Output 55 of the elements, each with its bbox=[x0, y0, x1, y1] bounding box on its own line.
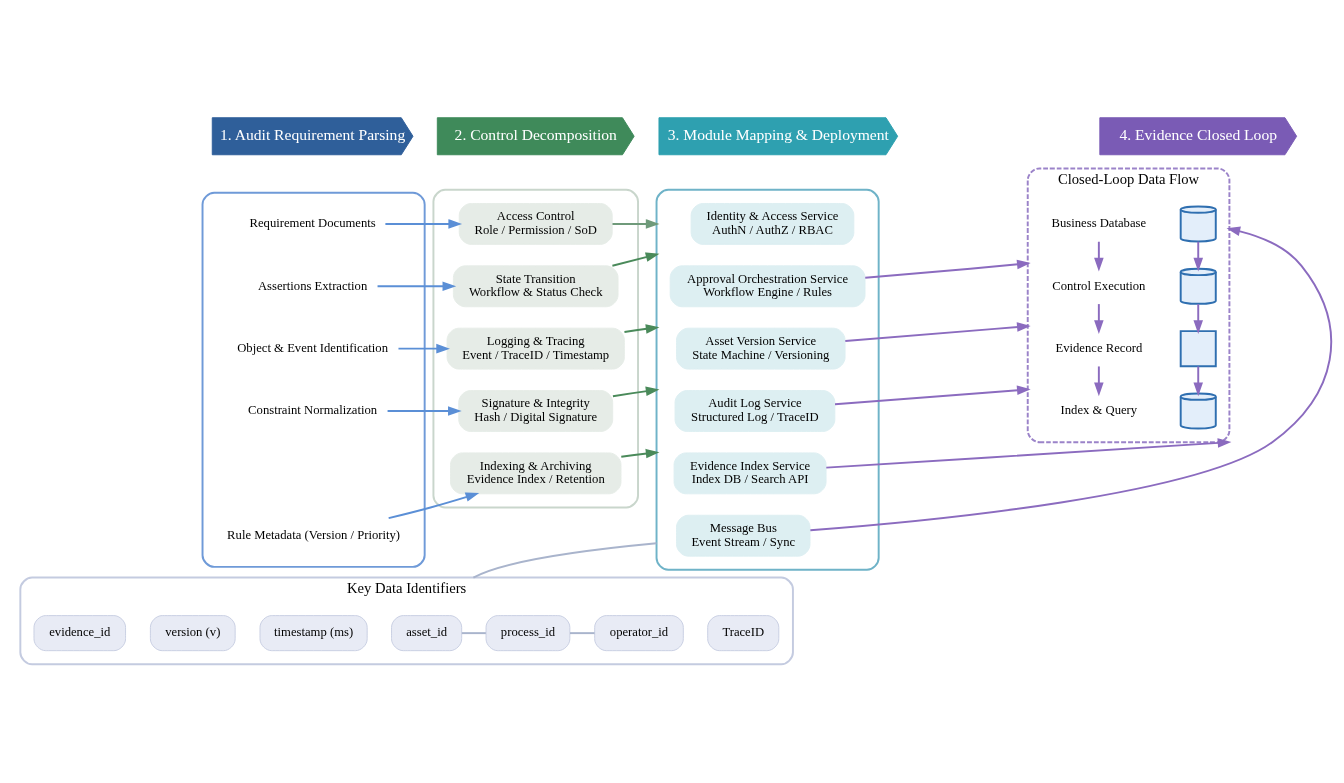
cluster bbox=[201, 191, 426, 568]
arrow bbox=[809, 226, 1333, 531]
node-box: asset_id bbox=[391, 614, 463, 651]
node-box bbox=[1179, 329, 1217, 367]
arrow bbox=[611, 386, 660, 397]
arrow bbox=[1193, 240, 1203, 272]
connector bbox=[472, 541, 658, 579]
node-box: Message Bus Event Stream / Sync bbox=[676, 514, 811, 557]
node-box: timestamp (ms) bbox=[259, 614, 368, 651]
arrow bbox=[387, 491, 480, 519]
connector bbox=[569, 631, 596, 634]
node-box: State Transition Workflow & Status Check bbox=[452, 264, 619, 307]
node-box: Logging & Tracing Event / TraceID / Timestamp bbox=[446, 327, 625, 370]
arrow bbox=[825, 437, 1232, 469]
node-box: Approval Orchestration Service Workflow Engine / Rules bbox=[669, 264, 866, 307]
node-text: Business Database bbox=[1051, 215, 1147, 230]
arrow bbox=[1094, 302, 1104, 334]
cluster bbox=[432, 188, 639, 508]
node-text: Rule Metadata (Version / Priority) bbox=[227, 527, 401, 542]
node-text: Object & Event Identification bbox=[237, 340, 389, 355]
node-box: Access Control Role / Permission / SoD bbox=[458, 202, 613, 245]
arrow bbox=[386, 405, 462, 416]
arrow bbox=[1193, 302, 1203, 334]
node-text: Index & Query bbox=[1060, 402, 1138, 417]
node-text: Assertions Extraction bbox=[257, 278, 368, 293]
arrow bbox=[1094, 364, 1104, 396]
node-box: Identity & Access Service AuthN / AuthZ / RBAC bbox=[690, 202, 855, 245]
node-box: TraceID bbox=[707, 614, 780, 651]
node-box: Signature & Integrity Hash / Digital Signature bbox=[458, 389, 614, 432]
arrow bbox=[620, 448, 660, 458]
node-box: process_id bbox=[485, 614, 571, 651]
node-box: Asset Version Service State Machine / Versioning bbox=[676, 327, 846, 370]
node-box: operator_id bbox=[594, 614, 684, 651]
node-text: Evidence Record bbox=[1055, 340, 1143, 355]
arrow bbox=[384, 218, 463, 229]
cluster bbox=[655, 188, 880, 571]
arrow bbox=[376, 281, 457, 291]
arrow bbox=[1193, 364, 1203, 396]
arrow bbox=[611, 252, 660, 267]
node-text: Constraint Normalization bbox=[248, 402, 378, 417]
arrow bbox=[864, 259, 1031, 279]
arrow bbox=[611, 218, 660, 229]
node-box: Audit Log Service Structured Log / TraceID bbox=[674, 389, 836, 432]
arrow bbox=[834, 385, 1031, 405]
node-box: Evidence Index Service Index DB / Search API bbox=[673, 451, 827, 494]
node-text: Control Execution bbox=[1052, 278, 1146, 293]
arrow bbox=[623, 323, 660, 334]
arrow bbox=[844, 321, 1031, 342]
node-box: evidence_id bbox=[33, 614, 127, 651]
arrow bbox=[1094, 240, 1104, 272]
node-box: version (v) bbox=[149, 614, 236, 651]
connector bbox=[460, 631, 487, 634]
node-box: Indexing & Archiving Evidence Index / Retention bbox=[450, 451, 622, 494]
arrow bbox=[397, 343, 450, 353]
node-text: Requirement Documents bbox=[249, 215, 376, 230]
